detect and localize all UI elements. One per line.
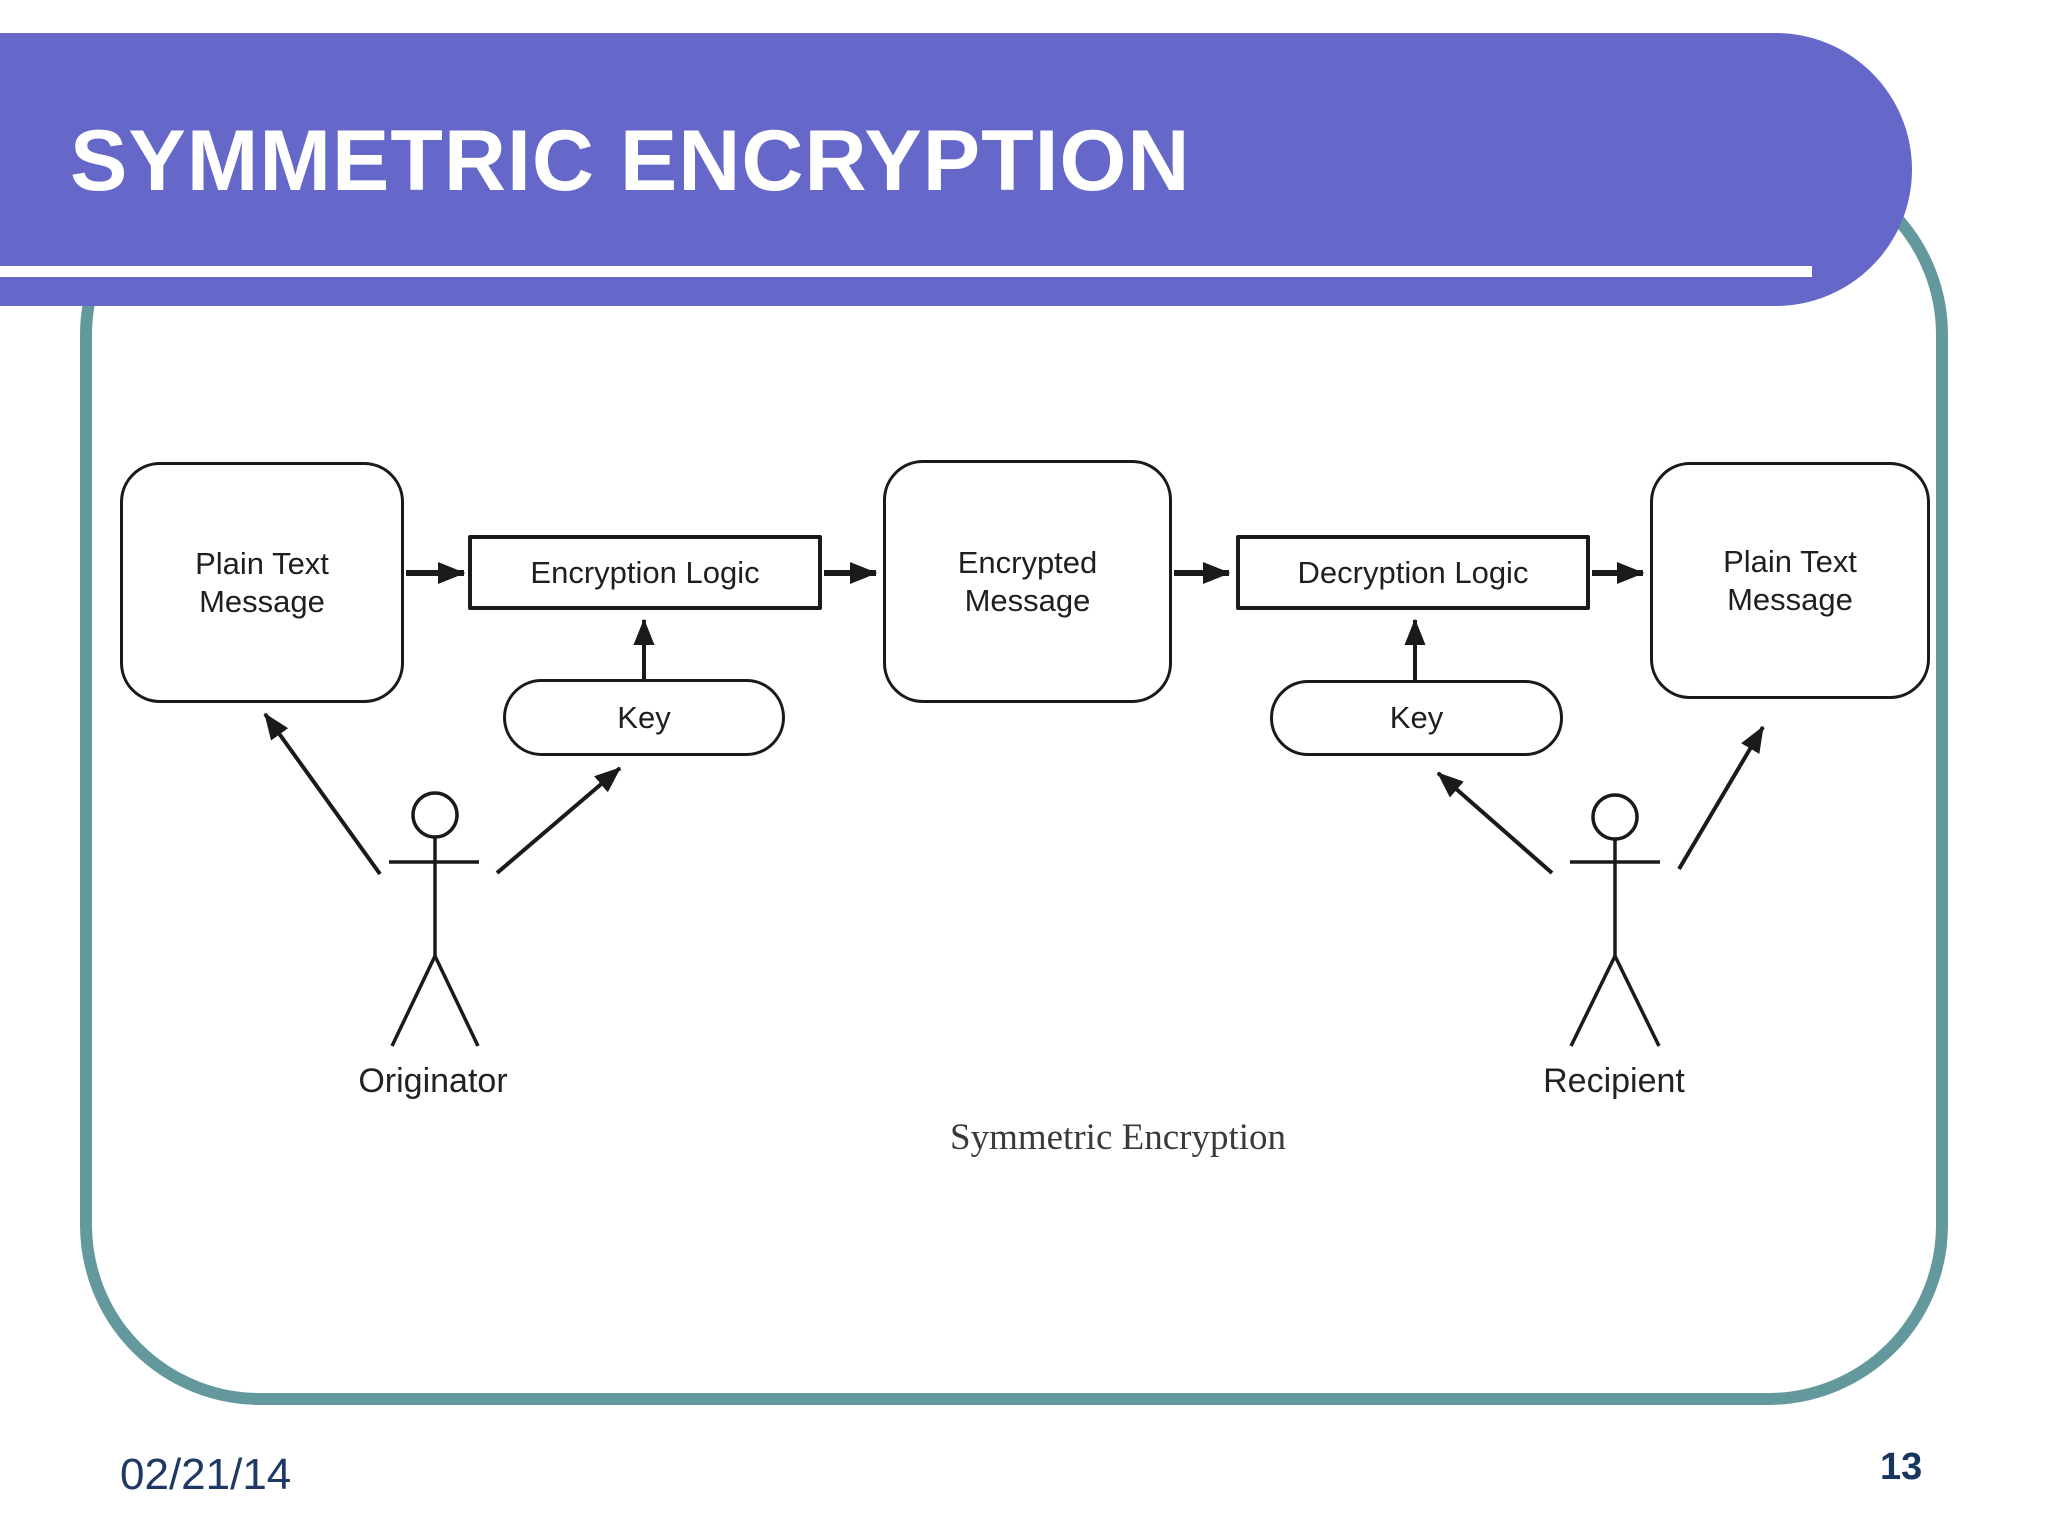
plain-text-right-box: Plain Text Message — [1650, 462, 1930, 699]
originator-label: Originator — [358, 1062, 508, 1100]
encryption-logic-box: Encryption Logic — [468, 535, 822, 610]
header-underline — [0, 266, 1812, 277]
decryption-logic-box: Decryption Logic — [1236, 535, 1590, 610]
arrow-recipient-to-plain — [1677, 725, 1765, 871]
key-left-box: Key — [503, 679, 785, 756]
diagram-caption: Symmetric Encryption — [950, 1117, 1287, 1158]
encryption-logic-label: Encryption Logic — [530, 554, 760, 590]
slide-title: SYMMETRIC ENCRYPTION — [70, 113, 1191, 209]
arrow-recipient-to-key — [1436, 771, 1554, 875]
decryption-logic-label: Decryption Logic — [1297, 554, 1529, 590]
header-band — [0, 33, 1912, 306]
encrypted-message-box: Encrypted Message — [883, 460, 1172, 703]
plain-text-left-label: Plain Text Message — [195, 545, 329, 619]
encrypted-message-label: Encrypted Message — [957, 544, 1098, 618]
page-number: 13 — [1880, 1446, 1923, 1488]
originator-stick-figure-icon — [389, 791, 480, 1047]
arrow-originator-to-plain — [263, 712, 382, 876]
key-right-label: Key — [1389, 700, 1444, 735]
arrow-originator-to-key — [495, 766, 622, 875]
key-left-label: Key — [617, 699, 671, 735]
plain-text-right-label: Plain Text Message — [1723, 543, 1857, 617]
footer-date: 02/21/14 — [120, 1450, 292, 1499]
recipient-stick-figure-icon — [1569, 793, 1661, 1047]
plain-text-left-box: Plain Text Message — [120, 462, 404, 703]
recipient-label: Recipient — [1543, 1062, 1685, 1100]
key-right-box: Key — [1270, 680, 1563, 756]
